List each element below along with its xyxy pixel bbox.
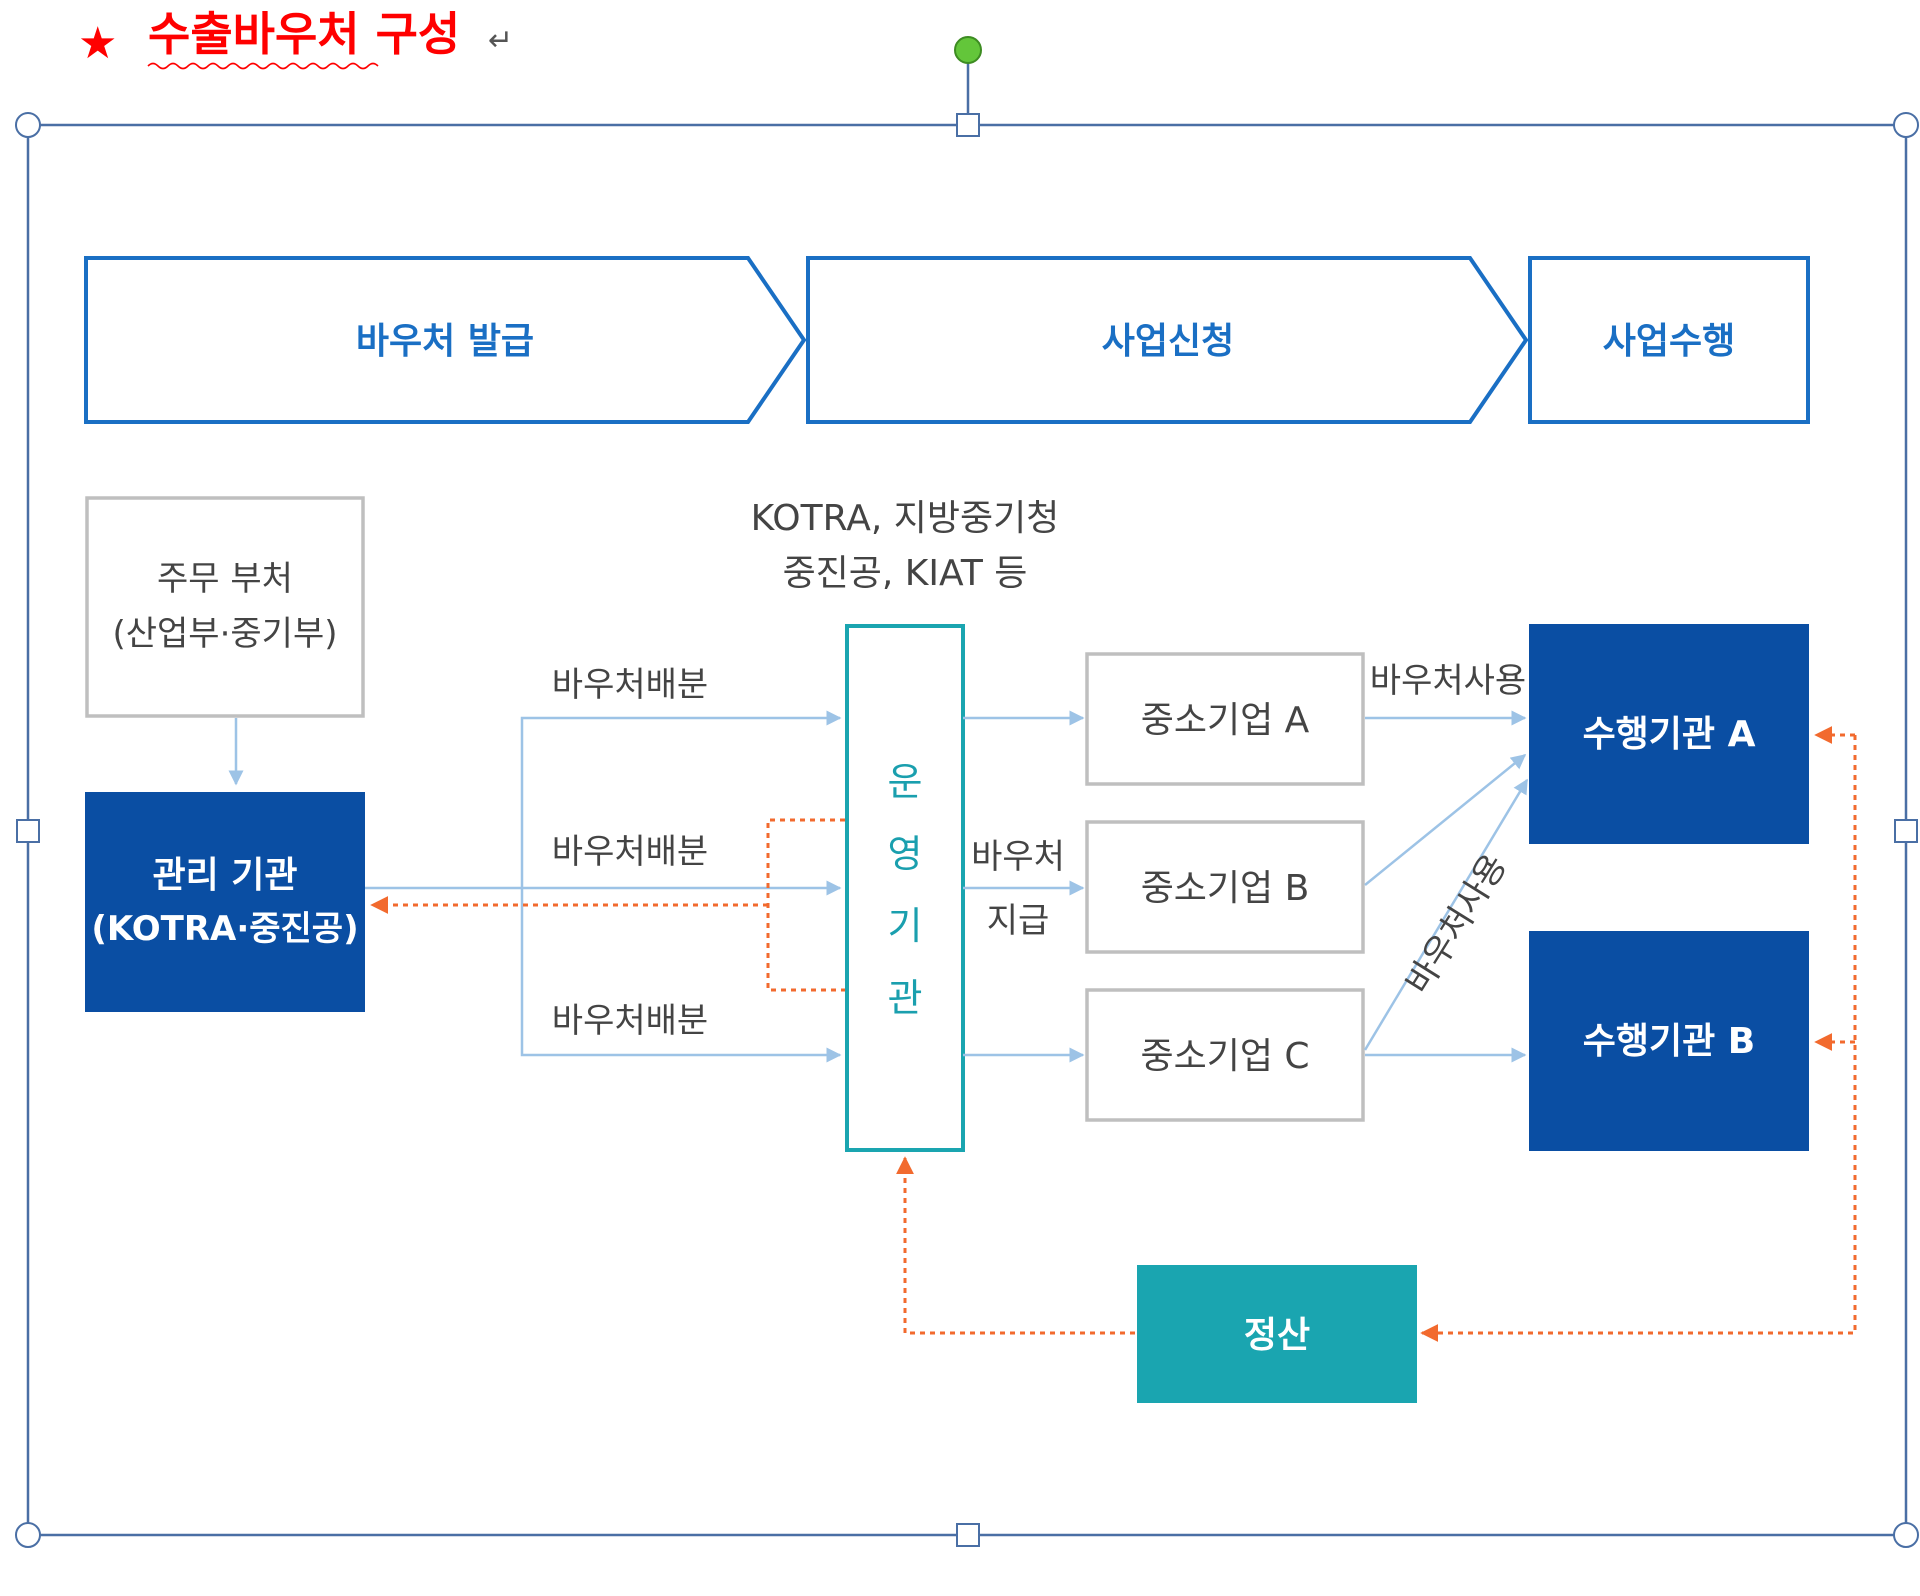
- sme-box-c: 중소기업 C: [1085, 988, 1365, 1122]
- sme-label: 중소기업 A: [1141, 700, 1310, 741]
- stage-label: 사업수행: [1603, 321, 1735, 362]
- star-icon: ★: [78, 18, 117, 69]
- distribution-label-middle: 바우처배분: [552, 832, 708, 872]
- resize-handle-bottom-left[interactable]: [15, 1522, 41, 1548]
- page-title: 수출바우처 구성: [148, 7, 460, 61]
- ministry-title: 주무 부처: [157, 559, 293, 599]
- payment-label-line2: 지급: [987, 901, 1050, 941]
- distribution-arrows: [365, 710, 842, 1063]
- resize-handle-top[interactable]: [956, 113, 980, 137]
- rotate-handle[interactable]: [954, 36, 982, 64]
- settlement-box: 정산: [1137, 1265, 1417, 1403]
- settlement-label: 정산: [1244, 1315, 1310, 1356]
- stage-label: 사업신청: [1102, 321, 1234, 362]
- distribution-label-bottom: 바우처배분: [552, 1001, 708, 1041]
- operator-box: 운 영 기 관: [845, 624, 965, 1152]
- resize-handle-top-right[interactable]: [1893, 112, 1919, 138]
- sme-label: 중소기업 C: [1140, 1036, 1309, 1077]
- stage-execution: 사업수행: [1528, 256, 1810, 424]
- resize-handle-bottom[interactable]: [956, 1523, 980, 1547]
- operator-char: 관: [888, 976, 923, 1020]
- operators-note-line1: KOTRA, 지방중기청: [751, 498, 1060, 539]
- sme-box-a: 중소기업 A: [1085, 652, 1365, 786]
- stage-voucher-issue: 바우처 발급: [84, 256, 807, 424]
- resize-handle-left[interactable]: [16, 819, 40, 843]
- sme-box-b: 중소기업 B: [1085, 820, 1365, 954]
- manager-title: 관리 기관: [152, 855, 297, 896]
- manager-subtitle: (KOTRA·중진공): [91, 909, 358, 949]
- usage-label-top: 바우처사용: [1370, 661, 1526, 701]
- manager-box: 관리 기관 (KOTRA·중진공): [85, 792, 365, 1012]
- ministry-box: 주무 부처 (산업부·중기부): [85, 496, 365, 718]
- resize-handle-right[interactable]: [1894, 819, 1918, 843]
- operator-char: 운: [888, 760, 923, 804]
- agency-label: 수행기관 B: [1583, 1021, 1755, 1062]
- ministry-subtitle: (산업부·중기부): [112, 614, 337, 654]
- operator-char: 영: [888, 832, 923, 876]
- usage-arrows: [1363, 710, 1529, 1063]
- payment-arrows: [963, 710, 1085, 1063]
- dashed-return-to-manager: [370, 818, 845, 992]
- resize-handle-bottom-right[interactable]: [1893, 1522, 1919, 1548]
- sme-label: 중소기업 B: [1141, 868, 1310, 909]
- usage-label-diagonal: 바우처사용: [1398, 847, 1515, 1001]
- stage-label: 바우처 발급: [356, 321, 534, 362]
- paragraph-return-icon: ↵: [488, 23, 513, 58]
- operators-note-line2: 중진공, KIAT 등: [783, 553, 1028, 594]
- agency-box-b: 수행기관 B: [1529, 931, 1809, 1151]
- payment-label-line1: 바우처: [971, 837, 1065, 877]
- agency-label: 수행기관 A: [1583, 714, 1756, 755]
- resize-handle-top-left[interactable]: [15, 112, 41, 138]
- stage-application: 사업신청: [806, 256, 1529, 424]
- spellcheck-underline: [147, 62, 379, 70]
- distribution-label-top: 바우처배분: [552, 665, 708, 705]
- agency-box-a: 수행기관 A: [1529, 624, 1809, 844]
- settlement-loop: [896, 726, 1857, 1342]
- operator-char: 기: [888, 904, 923, 948]
